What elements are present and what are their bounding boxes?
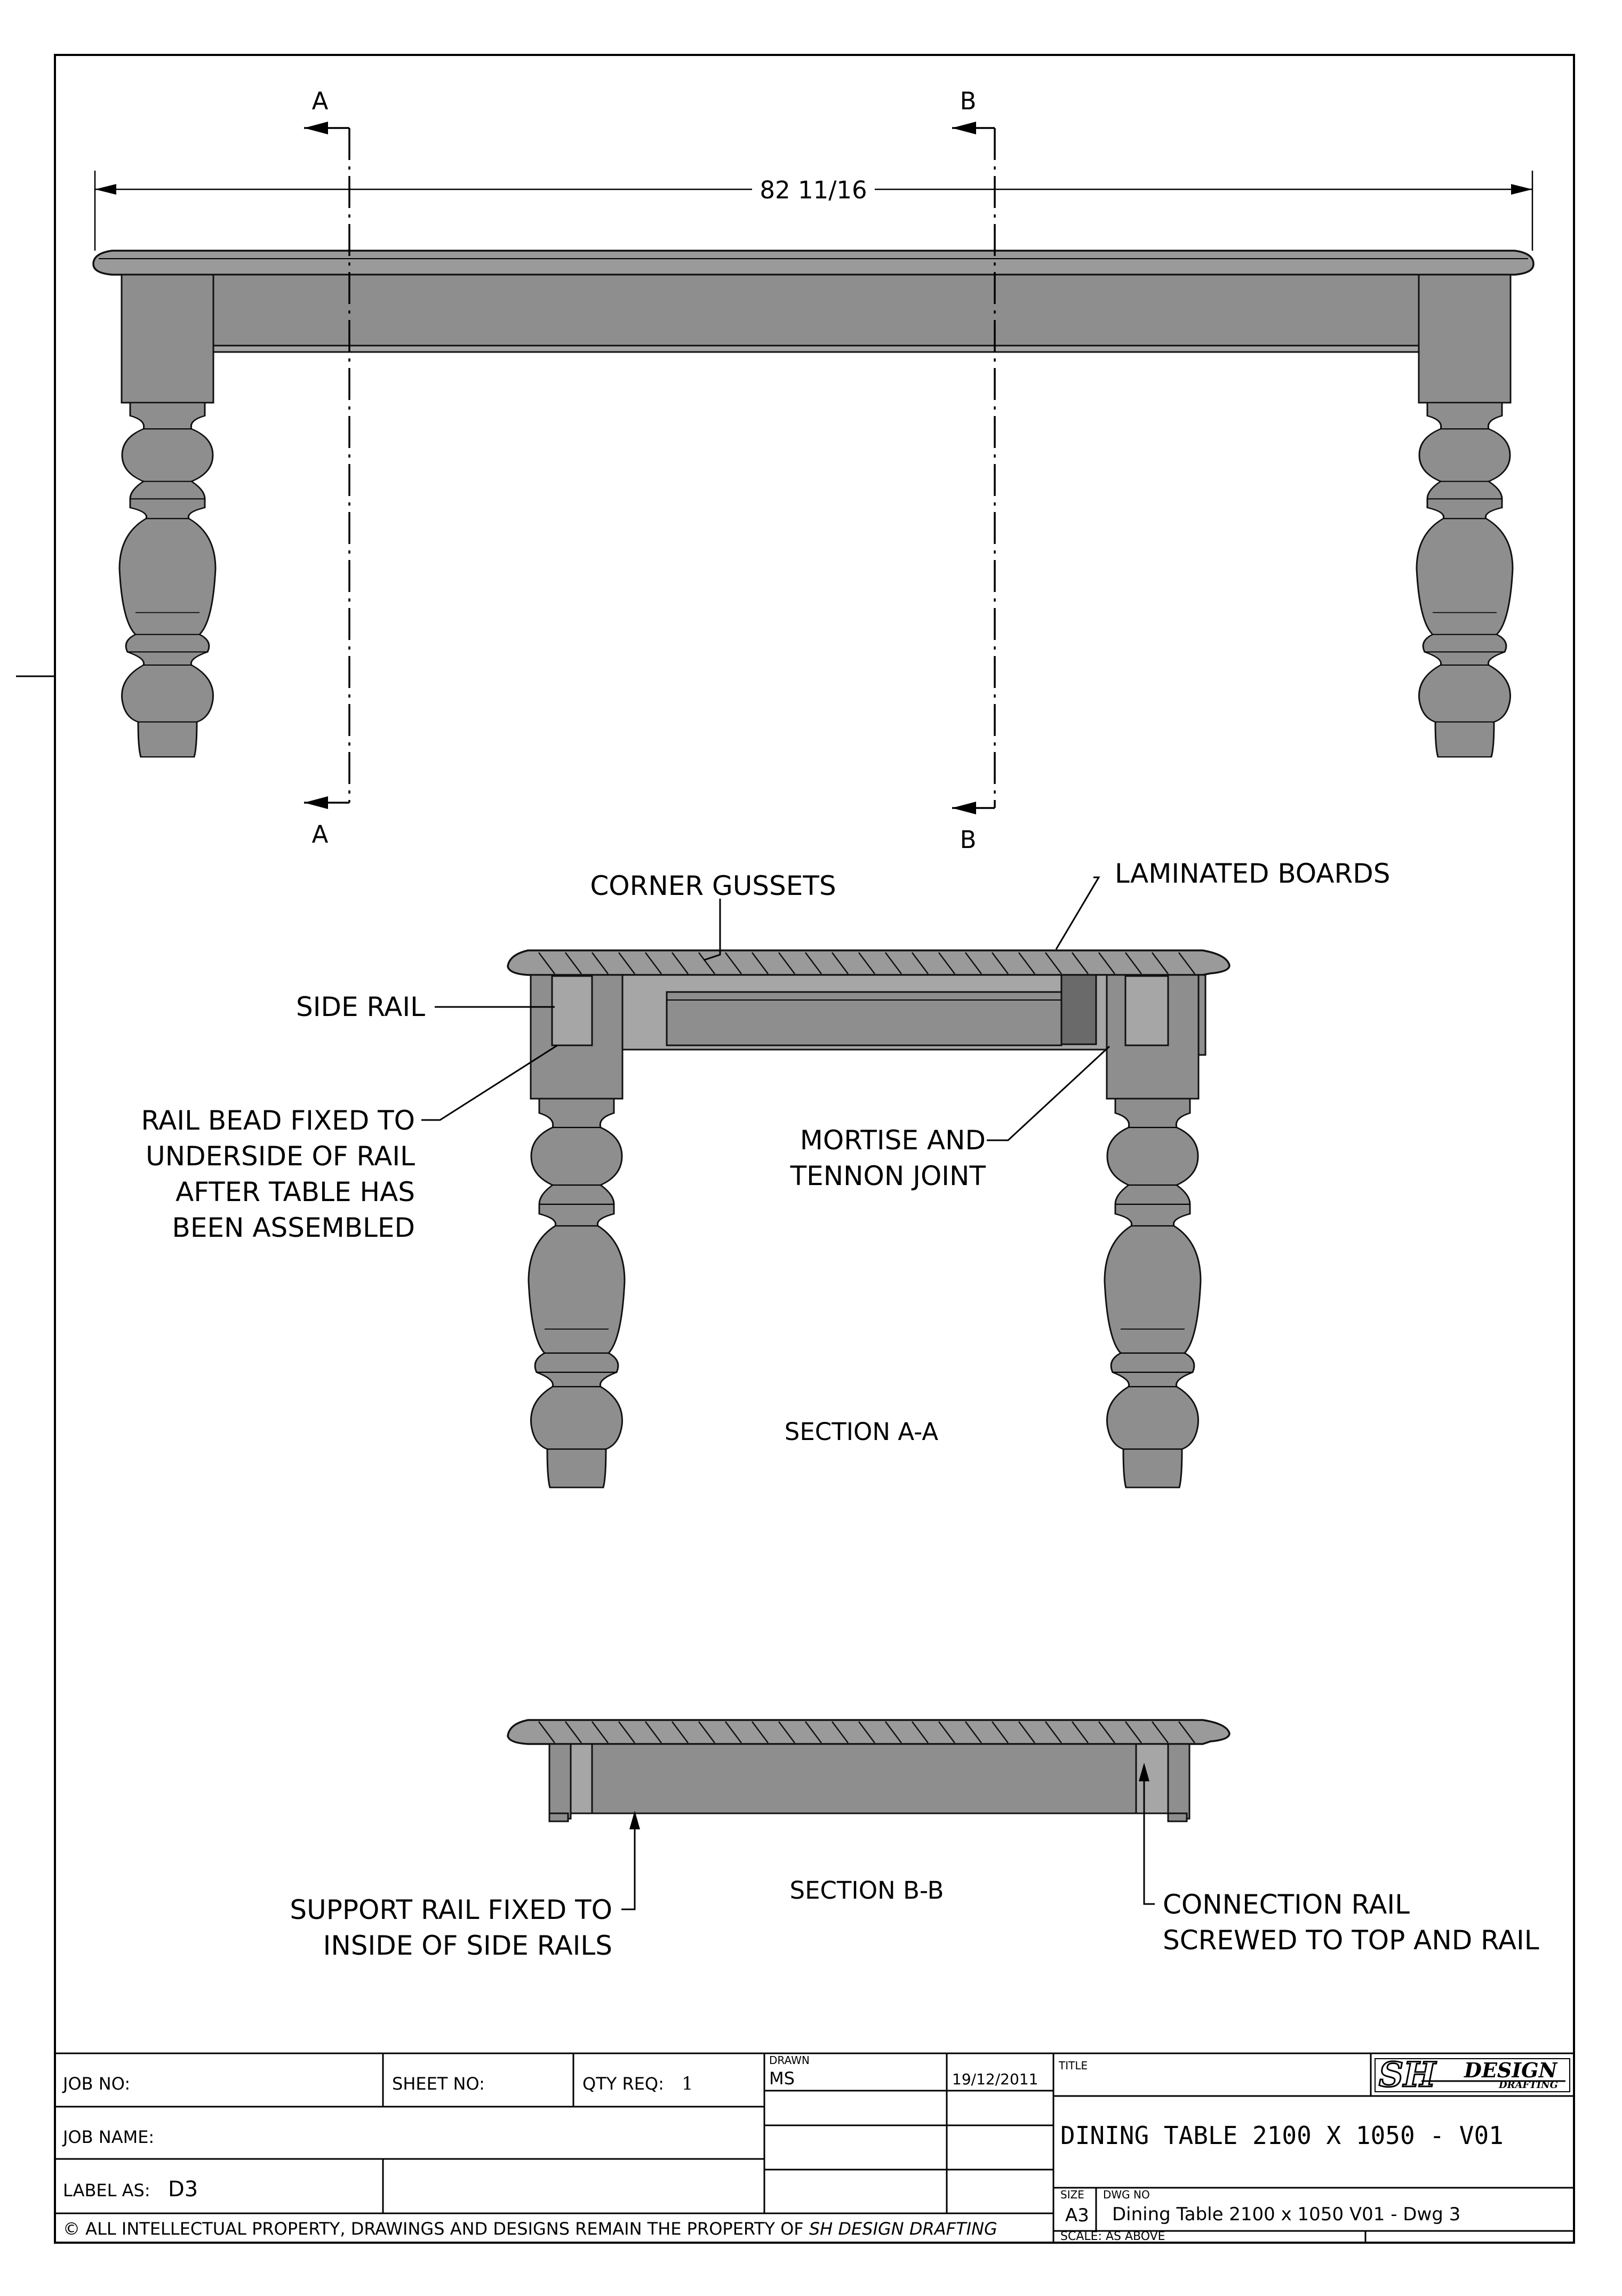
svg-text:SH: SH xyxy=(1379,2055,1437,2095)
svg-text:CONNECTION RAIL: CONNECTION RAIL xyxy=(1163,1889,1410,1920)
side-rail-label: SIDE RAIL xyxy=(296,991,425,1022)
section-a-a-title: SECTION A-A xyxy=(785,1418,939,1446)
drawn-date: 19/12/2011 xyxy=(952,2070,1038,2088)
support-rail-label: SUPPORT RAIL FIXED TO INSIDE OF SIDE RAI… xyxy=(290,1894,612,1961)
svg-text:RAIL BEAD FIXED TO: RAIL BEAD FIXED TO xyxy=(141,1105,415,1136)
size-label: SIZE xyxy=(1060,2188,1084,2201)
svg-text:BEEN ASSEMBLED: BEEN ASSEMBLED xyxy=(172,1212,415,1243)
qty-req-value: 1 xyxy=(682,2073,693,2094)
job-name-label: JOB NAME: xyxy=(62,2127,154,2147)
laminated-boards-label: LAMINATED BOARDS xyxy=(1115,858,1390,889)
drawn-by: MS xyxy=(769,2068,795,2089)
svg-text:DESIGN: DESIGN xyxy=(1464,2058,1558,2082)
front-elevation-view: 82 11/16 A A B B xyxy=(92,87,1535,854)
svg-text:TENNON JOINT: TENNON JOINT xyxy=(790,1161,986,1191)
rail-bead-label: RAIL BEAD FIXED TO UNDERSIDE OF RAIL AFT… xyxy=(141,1105,415,1243)
svg-text:MORTISE AND: MORTISE AND xyxy=(800,1125,986,1156)
cut-a-label-top: A xyxy=(312,87,329,115)
svg-text:DRAFTING: DRAFTING xyxy=(1498,2079,1558,2091)
drawn-label: DRAWN xyxy=(769,2054,810,2067)
section-b-b-title: SECTION B-B xyxy=(790,1876,944,1905)
cut-b-label-top: B xyxy=(960,87,977,115)
title-block: JOB NO: SHEET NO: QTY REQ: 1 DRAWN MS 19… xyxy=(55,2052,1574,2243)
corner-gussets-label: CORNER GUSSETS xyxy=(590,870,836,901)
svg-text:UNDERSIDE OF RAIL: UNDERSIDE OF RAIL xyxy=(146,1141,415,1172)
dwg-no-value: Dining Table 2100 x 1050 V01 - Dwg 3 xyxy=(1112,2204,1460,2225)
section-b-b-view: SUPPORT RAIL FIXED TO INSIDE OF SIDE RAI… xyxy=(290,1719,1539,1961)
scale-text: SCALE: AS ABOVE xyxy=(1060,2230,1165,2243)
copyright-notice: © ALL INTELLECTUAL PROPERTY, DRAWINGS AN… xyxy=(63,2219,997,2239)
svg-text:AFTER TABLE HAS: AFTER TABLE HAS xyxy=(175,1177,415,1207)
size-value: A3 xyxy=(1065,2205,1089,2226)
cut-b-label-bottom: B xyxy=(960,826,977,854)
connection-rail-label: CONNECTION RAIL SCREWED TO TOP AND RAIL xyxy=(1163,1889,1539,1956)
cut-a-label-bottom: A xyxy=(312,820,329,849)
label-as-label: LABEL AS: xyxy=(63,2180,150,2201)
sheet-border xyxy=(54,54,1575,2244)
drawing-title: DINING TABLE 2100 X 1050 - V01 xyxy=(1060,2121,1504,2150)
overall-dimension-text: 82 11/16 xyxy=(760,176,867,204)
hatch-section-a-top xyxy=(538,952,1195,974)
hatch-section-b-top xyxy=(538,1721,1195,1743)
sh-design-drafting-logo: SH DESIGN DRAFTING xyxy=(1375,2054,1570,2096)
dwg-no-label: DWG NO xyxy=(1103,2188,1150,2201)
mortise-tennon-label: MORTISE AND TENNON JOINT xyxy=(790,1125,986,1191)
svg-text:INSIDE OF SIDE RAILS: INSIDE OF SIDE RAILS xyxy=(323,1930,612,1961)
section-a-a-view: CORNER GUSSETS LAMINATED BOARDS SIDE RAI… xyxy=(141,858,1390,1489)
title-label: TITLE xyxy=(1058,2059,1088,2072)
label-as-value: D3 xyxy=(168,2177,198,2202)
qty-req-label: QTY REQ: xyxy=(582,2074,664,2094)
svg-text:SCREWED TO TOP AND RAIL: SCREWED TO TOP AND RAIL xyxy=(1163,1925,1539,1956)
job-no-label: JOB NO: xyxy=(62,2074,130,2094)
sheet-no-label: SHEET NO: xyxy=(392,2074,485,2094)
svg-text:SUPPORT RAIL FIXED TO: SUPPORT RAIL FIXED TO xyxy=(290,1894,612,1925)
